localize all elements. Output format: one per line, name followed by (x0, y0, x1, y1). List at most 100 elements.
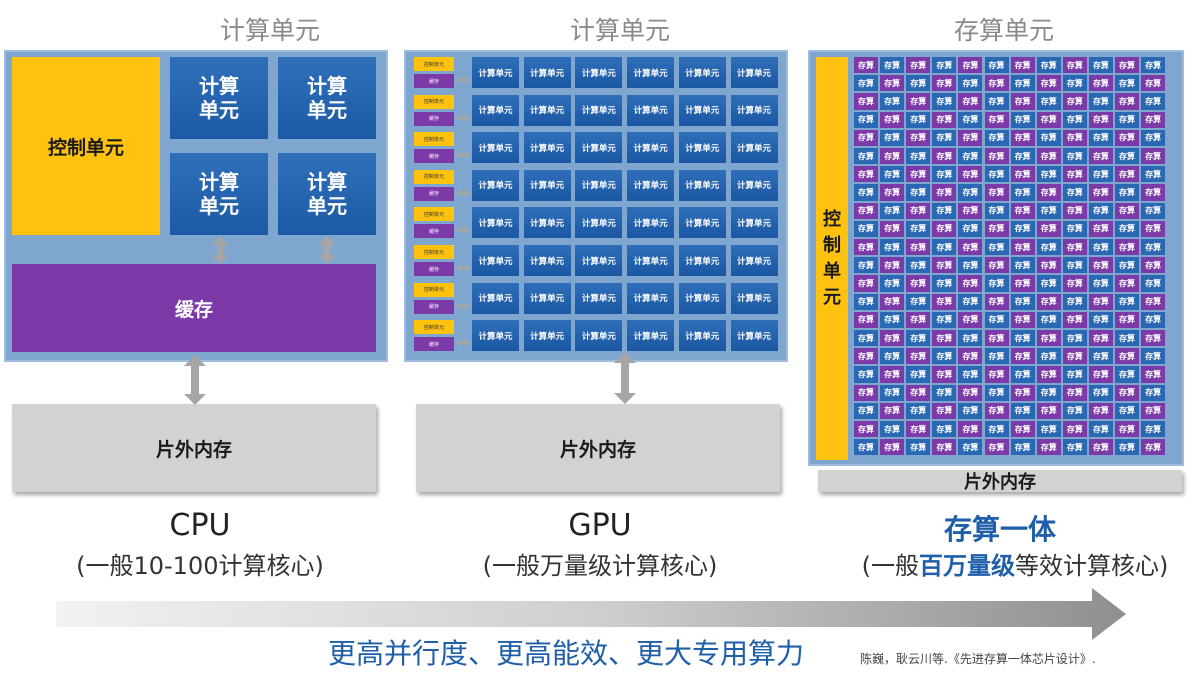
pim-compute-cell: 存算 (854, 330, 879, 347)
pim-compute-cell: 存算 (854, 384, 879, 401)
double-arrow-icon (456, 295, 470, 310)
pim-compute-cell: 存算 (1141, 293, 1166, 310)
pim-compute-cell: 存算 (932, 75, 957, 92)
pim-compute-cell: 存算 (1010, 239, 1035, 256)
gpu-compute-unit: 计算单元 (523, 94, 571, 126)
pim-compute-cell: 存算 (932, 148, 957, 165)
gpu-row-control-unit: 控制单元 (414, 57, 454, 71)
cpu-title: CPU (169, 508, 231, 543)
pim-compute-cell: 存算 (906, 348, 931, 365)
cpu-subtitle: (一般10-100计算核心) (76, 552, 324, 580)
pim-compute-cell: 存算 (932, 220, 957, 237)
gpu-row-control-unit: 控制单元 (414, 282, 454, 297)
double-arrow-icon (318, 236, 336, 264)
pim-compute-cell: 存算 (906, 166, 931, 183)
gpu-compute-unit: 计算单元 (575, 94, 623, 126)
pim-compute-cell: 存算 (880, 402, 905, 419)
pim-compute-cell: 存算 (1036, 220, 1061, 237)
pim-compute-cell: 存算 (906, 330, 931, 347)
pim-compute-cell: 存算 (1062, 330, 1087, 347)
pim-compute-cell: 存算 (854, 311, 879, 328)
pim-compute-cell: 存算 (1062, 220, 1087, 237)
pim-compute-cell: 存算 (1088, 311, 1113, 328)
pim-compute-cell: 存算 (880, 184, 905, 201)
gpu-compute-unit: 计算单元 (575, 169, 623, 201)
gpu-compute-unit: 计算单元 (678, 282, 726, 314)
pim-compute-cell: 存算 (1062, 439, 1087, 456)
pim-compute-cell: 存算 (1010, 57, 1035, 74)
pim-compute-cell: 存算 (1036, 275, 1061, 292)
gpu-compute-unit: 计算单元 (472, 94, 519, 126)
pim-compute-cell: 存算 (932, 93, 957, 110)
gpu-compute-unit: 计算单元 (523, 320, 571, 352)
pim-compute-cell: 存算 (1141, 348, 1166, 365)
pim-control-unit: 控制 单元 (816, 57, 848, 460)
pim-compute-cell: 存算 (880, 220, 905, 237)
pim-compute-cell: 存算 (854, 202, 879, 219)
pim-compute-cell: 存算 (1115, 439, 1140, 456)
pim-compute-cell: 存算 (1010, 148, 1035, 165)
gpu-compute-unit: 计算单元 (472, 207, 519, 239)
pim-compute-cell: 存算 (854, 239, 879, 256)
pim-compute-cell: 存算 (880, 293, 905, 310)
pim-compute-cell: 存算 (984, 293, 1009, 310)
pim-compute-cell: 存算 (1062, 75, 1087, 92)
pim-compute-cell: 存算 (854, 75, 879, 92)
pim-compute-cell: 存算 (1115, 129, 1140, 146)
pim-compute-cell: 存算 (1115, 421, 1140, 438)
cpu-compute-unit: 计算 单元 (170, 153, 268, 235)
pim-compute-cell: 存算 (854, 421, 879, 438)
pim-compute-cell: 存算 (932, 439, 957, 456)
pim-compute-cell: 存算 (1141, 111, 1166, 128)
pim-compute-cell: 存算 (1036, 75, 1061, 92)
pim-compute-cell: 存算 (958, 129, 983, 146)
pim-compute-cell: 存算 (880, 129, 905, 146)
pim-compute-cell: 存算 (854, 220, 879, 237)
pim-compute-cell: 存算 (880, 57, 905, 74)
pim-compute-cell: 存算 (854, 93, 879, 110)
pim-compute-cell: 存算 (854, 129, 879, 146)
pim-compute-cell: 存算 (984, 275, 1009, 292)
pim-offchip-memory: 片外内存 (818, 470, 1182, 493)
pim-compute-cell: 存算 (1141, 366, 1166, 383)
pim-compute-cell: 存算 (1088, 330, 1113, 347)
gpu-compute-unit: 计算单元 (678, 57, 726, 88)
pim-compute-cell: 存算 (1062, 402, 1087, 419)
pim-compute-cell: 存算 (880, 166, 905, 183)
double-arrow-icon (184, 355, 206, 405)
gpu-row-cache: 缓存 (414, 262, 454, 276)
pim-compute-cell: 存算 (1141, 311, 1166, 328)
pim-compute-cell: 存算 (880, 257, 905, 274)
pim-compute-cell: 存算 (958, 348, 983, 365)
pim-compute-cell: 存算 (880, 348, 905, 365)
pim-compute-cell: 存算 (906, 111, 931, 128)
pim-compute-cell: 存算 (1010, 439, 1035, 456)
gpu-row-control-unit: 控制单元 (414, 94, 454, 109)
pim-compute-cell: 存算 (1141, 257, 1166, 274)
pim-compute-cell: 存算 (932, 202, 957, 219)
pim-compute-cell: 存算 (958, 93, 983, 110)
pim-compute-cell: 存算 (1141, 439, 1166, 456)
gpu-compute-unit: 计算单元 (472, 57, 519, 88)
pim-compute-cell: 存算 (1062, 257, 1087, 274)
pim-compute-cell: 存算 (1010, 366, 1035, 383)
pim-compute-cell: 存算 (1088, 421, 1113, 438)
pim-compute-cell: 存算 (1062, 293, 1087, 310)
pim-compute-cell: 存算 (932, 311, 957, 328)
pim-compute-cell: 存算 (984, 402, 1009, 419)
pim-compute-cell: 存算 (1115, 257, 1140, 274)
pim-compute-cell: 存算 (984, 421, 1009, 438)
pim-compute-cell: 存算 (854, 366, 879, 383)
gpu-compute-unit: 计算单元 (730, 169, 778, 201)
pim-compute-cell: 存算 (1115, 111, 1140, 128)
pim-compute-cell: 存算 (906, 129, 931, 146)
bottom-slogan: 更高并行度、更高能效、更大专用算力 (328, 637, 805, 670)
gpu-row-cache: 缓存 (414, 74, 454, 88)
pim-compute-cell: 存算 (932, 384, 957, 401)
pim-compute-cell: 存算 (906, 93, 931, 110)
pim-title: 存算一体 (943, 513, 1056, 546)
pim-compute-cell: 存算 (1062, 57, 1087, 74)
pim-compute-cell: 存算 (1088, 366, 1113, 383)
gpu-compute-unit: 计算单元 (472, 169, 519, 201)
cpu-compute-unit: 计算 单元 (278, 153, 376, 235)
